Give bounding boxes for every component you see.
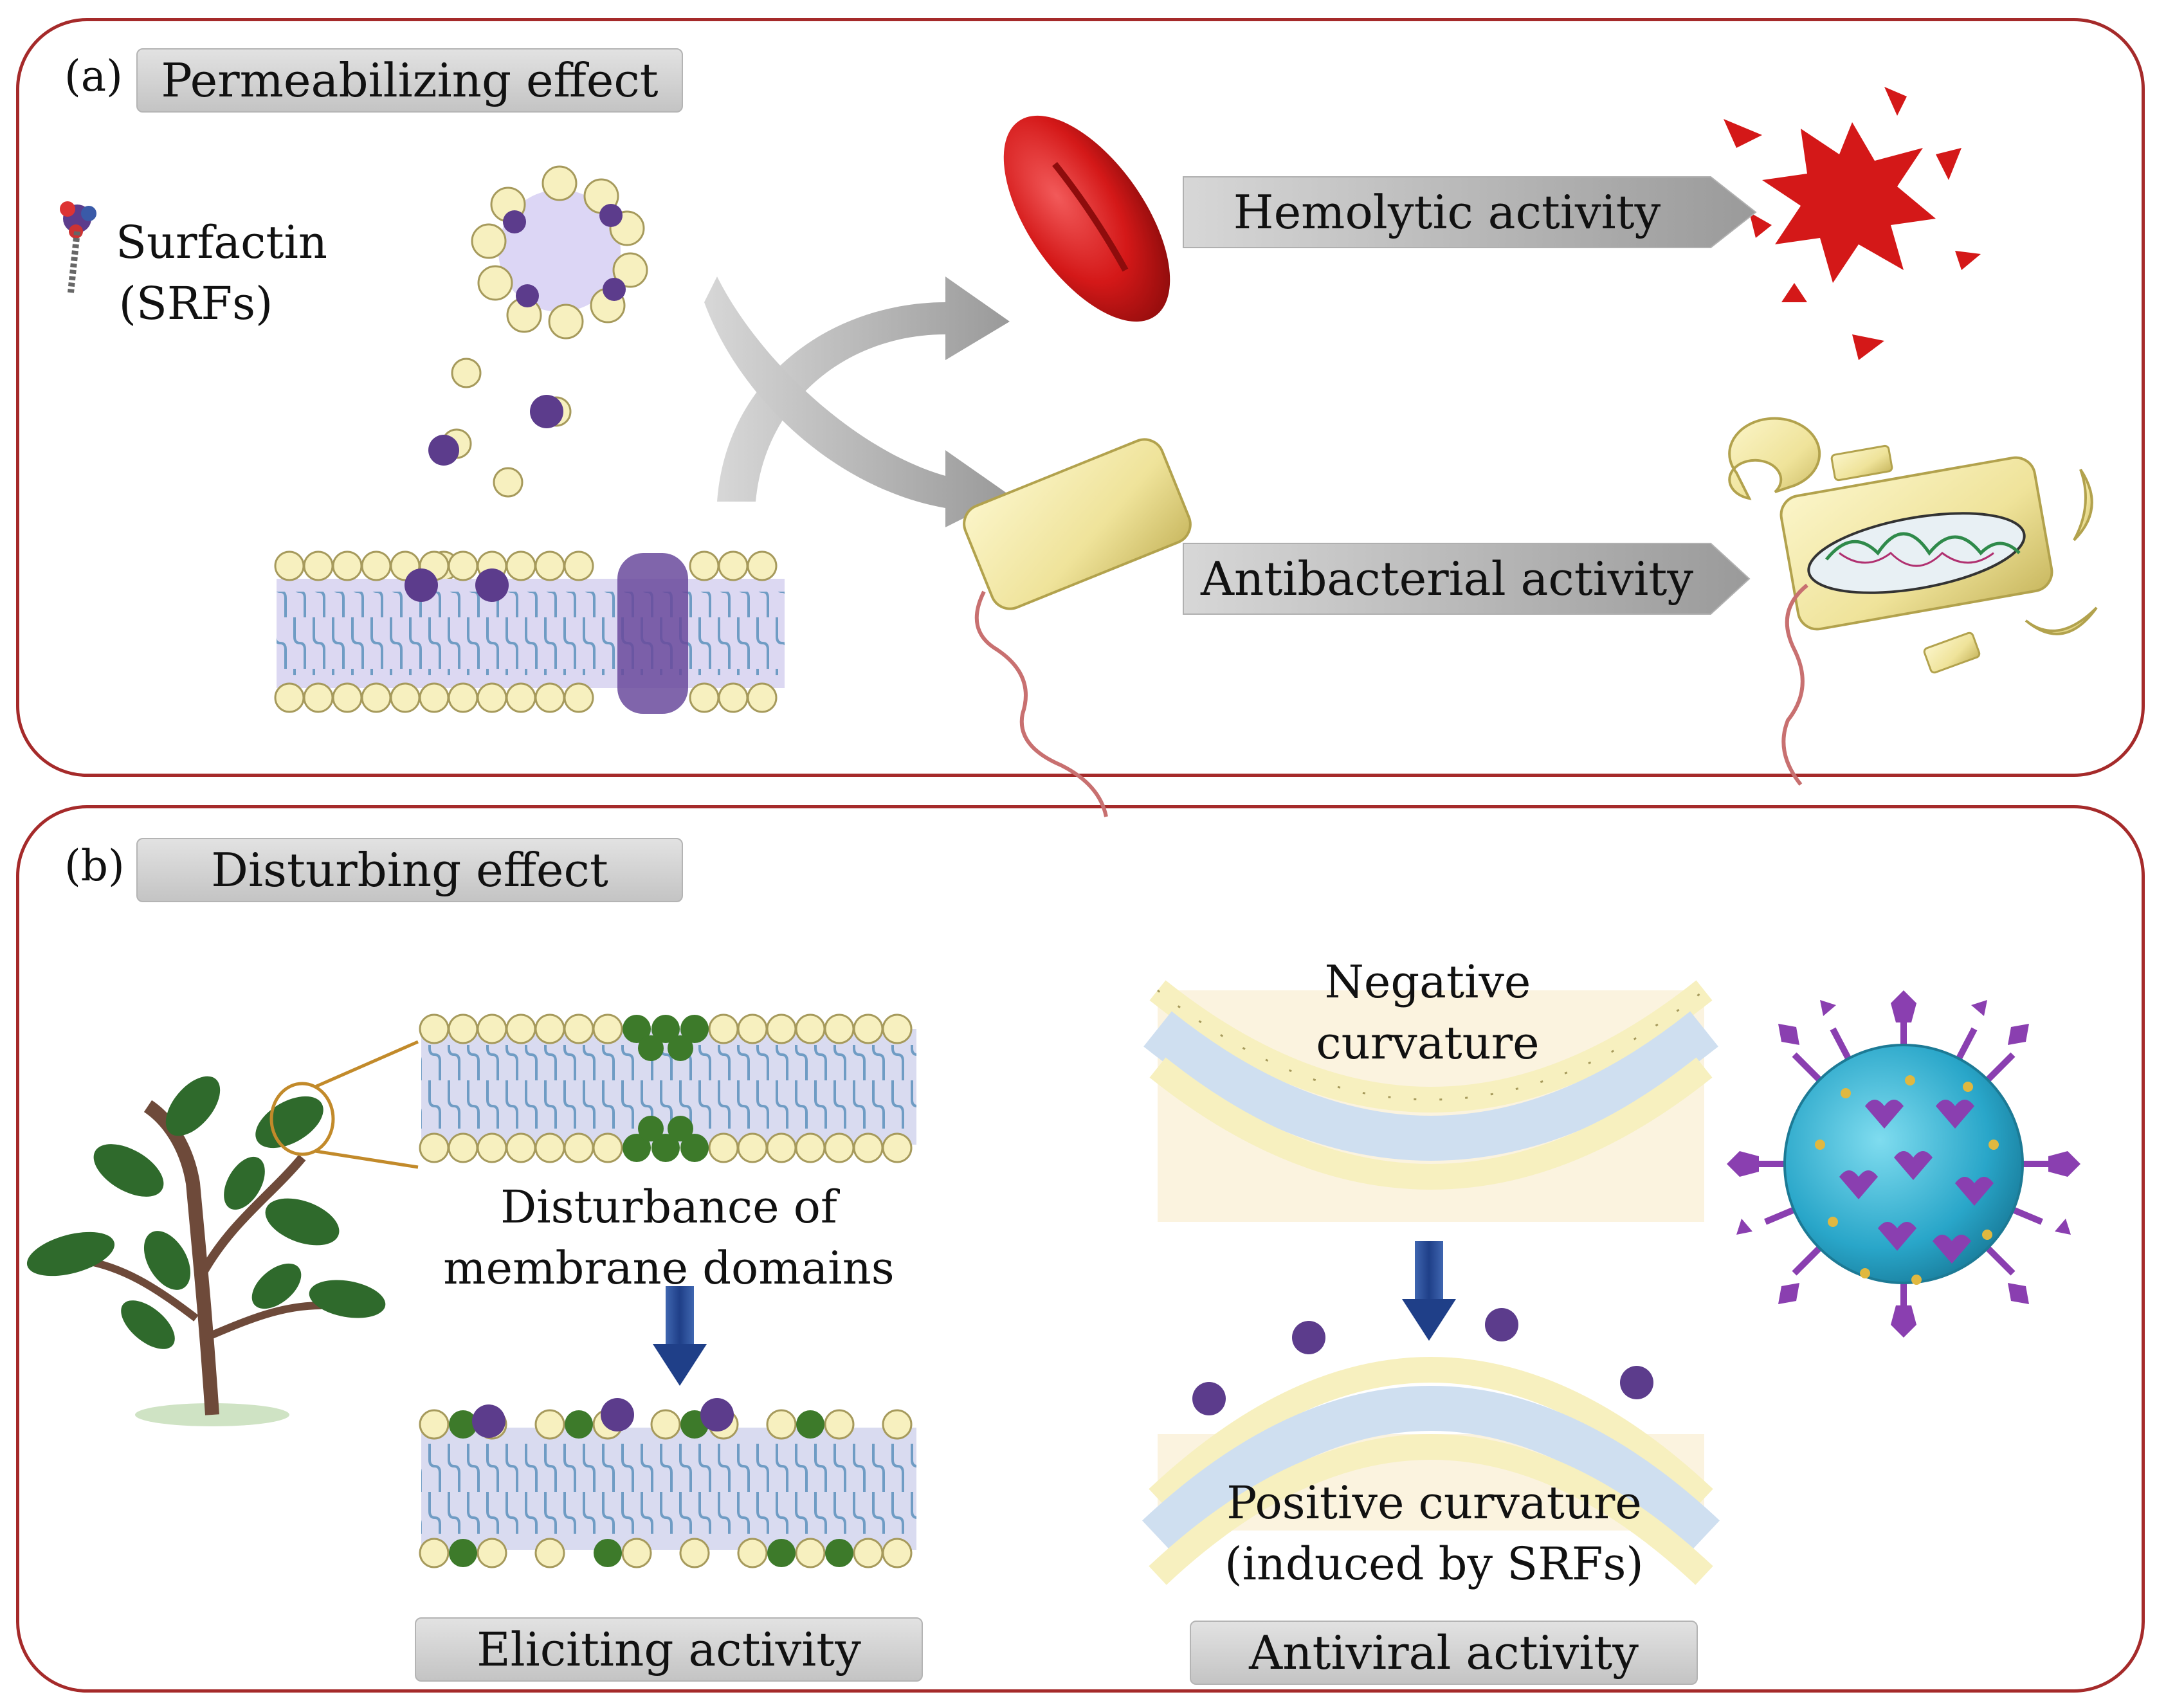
free-lipids xyxy=(428,358,572,581)
micelle xyxy=(471,165,648,340)
antibacterial-label: Antibacterial activity xyxy=(1200,552,1694,606)
down-arrow-right xyxy=(1402,1241,1456,1341)
crossing-arrows xyxy=(704,277,1010,527)
membrane-bilayer-b-bottom xyxy=(419,1398,916,1568)
hemolytic-label: Hemolytic activity xyxy=(1233,185,1661,239)
negative-label-line1: Negative xyxy=(1324,956,1531,1008)
positive-curvature-label: Positive curvature (induced by SRFs) xyxy=(1158,1473,1711,1595)
positive-curvature-membrane xyxy=(1142,1308,1720,1585)
hemolytic-arrow-shape xyxy=(1183,176,1757,248)
down-arrow-left xyxy=(653,1286,707,1386)
lysed-bacterium xyxy=(1728,417,2098,786)
negative-curvature-membrane xyxy=(1143,980,1718,1222)
panel-a-letter: (a) xyxy=(64,51,123,101)
negative-label-line2: curvature xyxy=(1316,1017,1540,1070)
free-surfactins xyxy=(428,395,563,466)
panel-b-title: Disturbing effect xyxy=(136,838,683,902)
plant xyxy=(26,1040,419,1426)
bacterium xyxy=(963,438,1192,817)
red-blood-cell xyxy=(1003,115,1170,322)
negative-curvature-label: Negative curvature xyxy=(1170,952,1685,1074)
domains-label-line2: membrane domains xyxy=(443,1242,895,1295)
domains-label-line1: Disturbance of xyxy=(500,1181,837,1233)
membrane-bilayer-b-top xyxy=(419,1013,916,1163)
positive-label-line2: (induced by SRFs) xyxy=(1224,1538,1644,1591)
surfactin-label-line1: Surfactin xyxy=(116,216,327,269)
virus xyxy=(1727,990,2080,1338)
domains-label: Disturbance of membrane domains xyxy=(412,1177,926,1299)
antibacterial-arrow-shape xyxy=(1183,543,1751,615)
panel-b-letter: (b) xyxy=(64,841,125,891)
antiviral-label: Antiviral activity xyxy=(1190,1621,1698,1685)
surfactin-label: Surfactin (SRFs) xyxy=(116,212,327,334)
surfactin-label-line2: (SRFs) xyxy=(118,277,273,331)
panel-a-title: Permeabilizing effect xyxy=(136,48,683,113)
positive-label-line1: Positive curvature xyxy=(1226,1476,1642,1529)
eliciting-label: Eliciting activity xyxy=(415,1617,923,1682)
lysed-cell-burst xyxy=(1724,87,1981,360)
surfactin-icon xyxy=(60,201,96,293)
membrane-bilayer-a xyxy=(274,550,785,714)
panel-b-frame xyxy=(16,805,2145,1693)
